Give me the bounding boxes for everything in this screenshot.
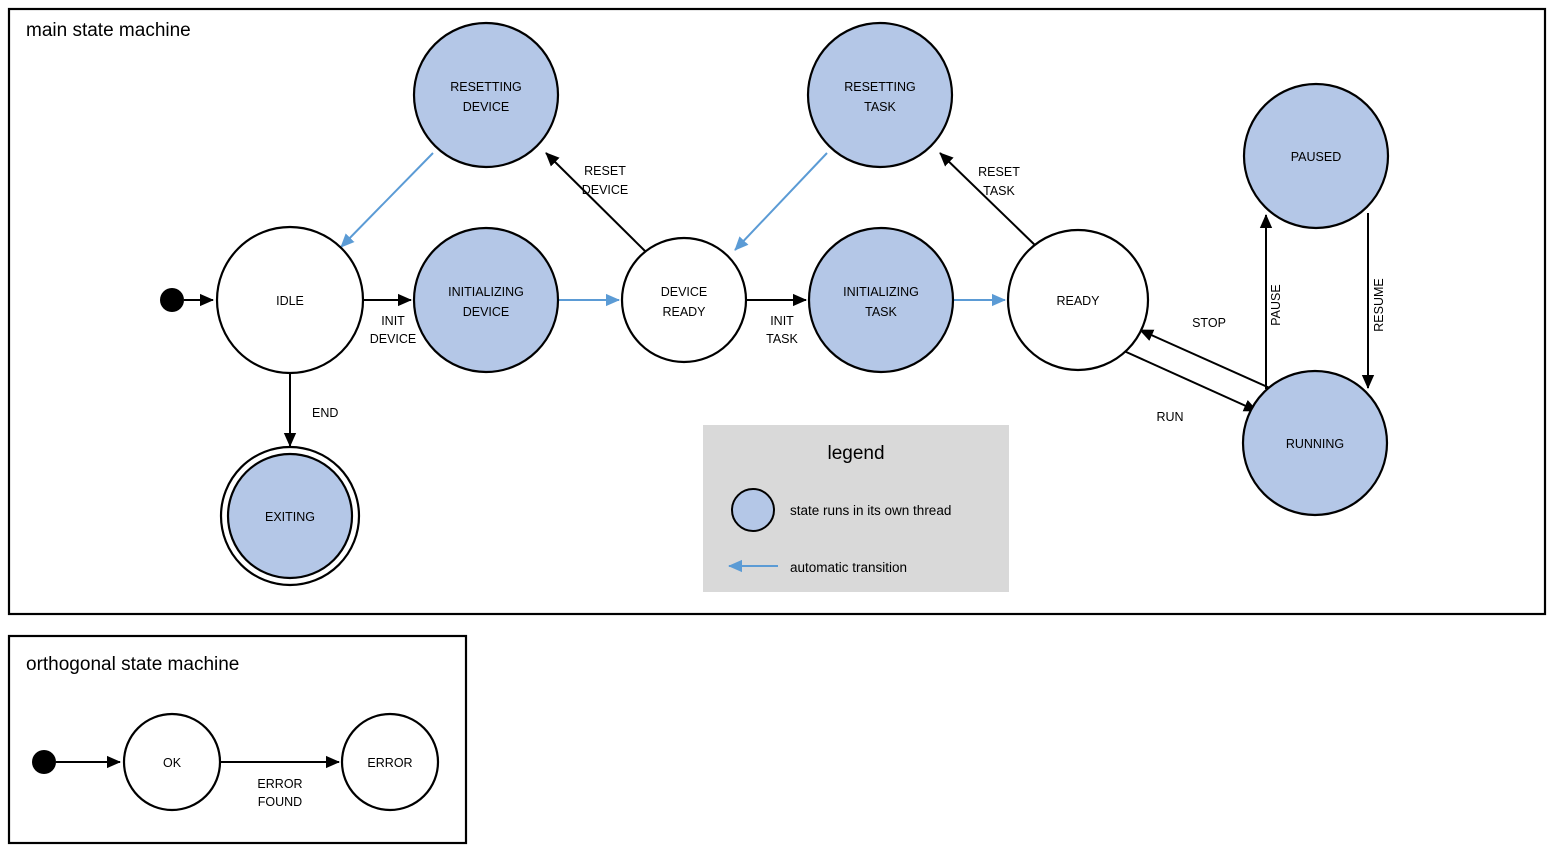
legend-auto-transition-label: automatic transition bbox=[790, 560, 907, 575]
state-initializing-task-label-line2: TASK bbox=[865, 305, 897, 319]
state-idle-shape[interactable] bbox=[215, 225, 365, 375]
state-ok-shape[interactable] bbox=[122, 712, 222, 812]
transition-label-run: RUN bbox=[1156, 410, 1183, 424]
transition-label-reset-task-line1: RESET bbox=[978, 165, 1020, 179]
state-running-label: RUNNING bbox=[1286, 437, 1344, 451]
transition-label-stop: STOP bbox=[1192, 316, 1226, 330]
state-error-shape[interactable] bbox=[340, 712, 440, 812]
threaded-state-circle-icon bbox=[731, 488, 775, 532]
transition-label-init-task-line2: TASK bbox=[766, 332, 798, 346]
legend-item-auto-transition: automatic transition bbox=[728, 559, 907, 575]
state-ok-label: OK bbox=[163, 756, 182, 770]
legend-threaded-state-label: state runs in its own thread bbox=[790, 503, 951, 518]
state-ready[interactable]: READY bbox=[1006, 228, 1150, 372]
state-running[interactable]: RUNNING bbox=[1241, 369, 1389, 517]
transition-resetting-task-to-device-ready bbox=[734, 152, 828, 251]
state-paused-label: PAUSED bbox=[1291, 150, 1341, 164]
transition-device-ready-to-resetting-device bbox=[545, 152, 646, 252]
orthogonal-transitions: ERROR FOUND bbox=[56, 755, 340, 809]
state-device-ready-shape[interactable] bbox=[620, 236, 748, 364]
state-exiting-outer-ring bbox=[219, 445, 361, 587]
main-states: IDLE RESETTING DEVICE INITIALIZING DEVIC… bbox=[160, 21, 1390, 587]
state-initializing-device-shape[interactable] bbox=[412, 226, 560, 374]
state-resetting-task-shape[interactable] bbox=[806, 21, 954, 169]
state-resetting-task[interactable]: RESETTING TASK bbox=[806, 21, 954, 169]
state-resetting-device-shape[interactable] bbox=[412, 21, 560, 169]
transition-running-to-ready bbox=[1139, 329, 1273, 390]
transition-label-pause: PAUSE bbox=[1269, 284, 1283, 325]
state-idle[interactable]: IDLE bbox=[215, 225, 365, 375]
state-ready-shape[interactable] bbox=[1006, 228, 1150, 372]
orthogonal-frame-title: orthogonal state machine bbox=[26, 654, 239, 675]
state-initializing-device-label-line2: DEVICE bbox=[463, 305, 510, 319]
state-running-shape[interactable] bbox=[1241, 369, 1389, 517]
state-initializing-task-label-line1: INITIALIZING bbox=[843, 285, 919, 299]
legend-item-threaded-state: state runs in its own thread bbox=[731, 488, 951, 532]
state-paused[interactable]: PAUSED bbox=[1242, 82, 1390, 230]
transition-ready-to-resetting-task bbox=[939, 152, 1040, 250]
state-error[interactable]: ERROR bbox=[340, 712, 440, 812]
state-device-ready-label-line1: DEVICE bbox=[661, 285, 708, 299]
state-error-label: ERROR bbox=[367, 756, 412, 770]
start-marker-icon bbox=[160, 288, 184, 312]
transition-label-reset-device-line1: RESET bbox=[584, 164, 626, 178]
transition-resetting-device-to-idle bbox=[340, 152, 434, 248]
transition-label-init-task-line1: INIT bbox=[770, 314, 794, 328]
transition-label-reset-device-line2: DEVICE bbox=[582, 183, 629, 197]
transition-label-reset-task-line2: TASK bbox=[983, 184, 1015, 198]
state-device-ready-label-line2: READY bbox=[662, 305, 706, 319]
main-frame-title: main state machine bbox=[26, 20, 191, 41]
state-resetting-device-label-line1: RESETTING bbox=[450, 80, 522, 94]
legend-title: legend bbox=[827, 443, 884, 464]
transition-label-init-device-line2: DEVICE bbox=[370, 332, 417, 346]
state-idle-label: IDLE bbox=[276, 294, 304, 308]
state-exiting-label: EXITING bbox=[265, 510, 315, 524]
legend: legend state runs in its own thread auto… bbox=[703, 425, 1009, 592]
transition-label-init-device-line1: INIT bbox=[381, 314, 405, 328]
state-ok[interactable]: OK bbox=[122, 712, 222, 812]
state-initializing-task[interactable]: INITIALIZING TASK bbox=[807, 226, 955, 374]
orthogonal-start-marker-icon bbox=[32, 750, 56, 774]
orthogonal-state-machine-frame: orthogonal state machine ERROR FOUND OK … bbox=[7, 634, 468, 845]
state-initializing-device[interactable]: INITIALIZING DEVICE bbox=[412, 226, 560, 374]
state-resetting-device[interactable]: RESETTING DEVICE bbox=[412, 21, 560, 169]
transition-label-error-found-line1: ERROR bbox=[257, 777, 302, 791]
state-exiting-shape[interactable] bbox=[226, 452, 354, 580]
state-resetting-task-label-line2: TASK bbox=[864, 100, 896, 114]
transition-ready-to-running bbox=[1123, 350, 1258, 412]
orthogonal-states: OK ERROR bbox=[32, 712, 440, 812]
transition-label-resume: RESUME bbox=[1372, 278, 1386, 331]
main-transitions: INIT DEVICE RESET DEVICE INIT TASK RESET… bbox=[184, 152, 1386, 447]
state-initializing-device-label-line1: INITIALIZING bbox=[448, 285, 524, 299]
state-resetting-device-label-line2: DEVICE bbox=[463, 100, 510, 114]
state-ready-label: READY bbox=[1056, 294, 1100, 308]
state-paused-shape[interactable] bbox=[1242, 82, 1390, 230]
state-resetting-task-label-line1: RESETTING bbox=[844, 80, 916, 94]
transition-label-error-found-line2: FOUND bbox=[258, 795, 302, 809]
state-device-ready[interactable]: DEVICE READY bbox=[620, 236, 748, 364]
state-initializing-task-shape[interactable] bbox=[807, 226, 955, 374]
state-exiting[interactable]: EXITING bbox=[219, 445, 361, 587]
transition-label-end: END bbox=[312, 406, 338, 420]
